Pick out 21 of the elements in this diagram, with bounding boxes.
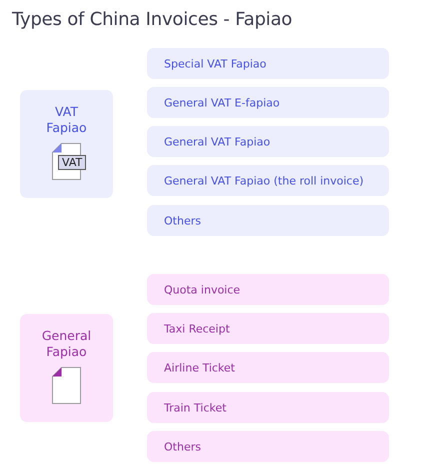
document-tag: VAT bbox=[58, 155, 86, 170]
invoice-type-label: General VAT E-fapiao bbox=[164, 96, 280, 109]
category-card bbox=[20, 314, 113, 422]
type-row bbox=[147, 352, 389, 383]
invoice-type-label: Quota invoice bbox=[164, 283, 240, 296]
invoice-type-label: Taxi Receipt bbox=[164, 322, 230, 335]
invoice-type-label: Special VAT Fapiao bbox=[164, 57, 266, 70]
invoice-type-label: Others bbox=[164, 440, 201, 453]
invoice-type-label: Airline Ticket bbox=[164, 361, 235, 374]
invoice-type-label: General VAT Fapiao (the roll invoice) bbox=[164, 174, 364, 187]
category-card bbox=[20, 90, 113, 198]
category-title: VAT Fapiao bbox=[45, 104, 88, 136]
type-row bbox=[147, 392, 389, 423]
type-row bbox=[147, 313, 389, 344]
type-row bbox=[147, 431, 389, 462]
invoice-type-label: General VAT Fapiao bbox=[164, 135, 270, 148]
type-row bbox=[147, 274, 389, 305]
diagram-title: Types of China Invoices - Fapiao bbox=[12, 9, 292, 30]
invoice-type-label: Train Ticket bbox=[164, 401, 226, 414]
category-title: General Fapiao bbox=[40, 328, 92, 360]
invoice-type-label: Others bbox=[164, 214, 201, 227]
